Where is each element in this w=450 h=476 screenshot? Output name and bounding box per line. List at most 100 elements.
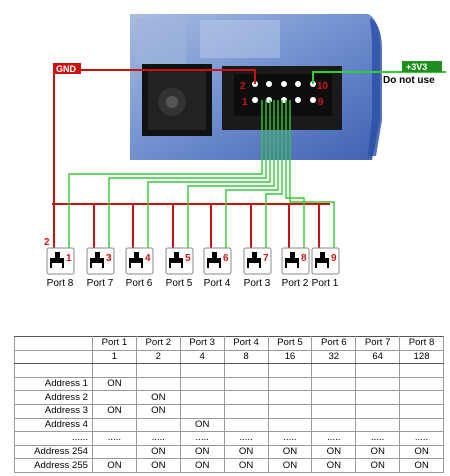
port-label: Port 6 <box>126 278 153 289</box>
switch-pin-label: 5 <box>185 253 191 264</box>
gnd-wire <box>52 69 330 251</box>
table-cell <box>92 417 137 433</box>
table-cell: ON <box>223 458 269 473</box>
table-cell <box>267 403 313 419</box>
table-cell <box>399 403 444 419</box>
table-cell: 32 <box>311 349 357 365</box>
table-cell <box>92 390 137 405</box>
table-cell <box>223 390 269 405</box>
table-cell: ..... <box>92 431 137 446</box>
table-cell: ON <box>135 403 181 419</box>
table-cell <box>223 403 269 419</box>
table-cell: ON <box>92 403 137 419</box>
left-pin-label: 2 <box>44 237 50 248</box>
table-cell <box>135 376 181 392</box>
table-cell <box>135 363 181 378</box>
switch-pin-label: 6 <box>223 253 229 264</box>
table-cell <box>135 417 181 433</box>
table-cell <box>223 417 269 433</box>
row-label <box>14 336 93 351</box>
v33-label-box <box>402 61 442 72</box>
switch-pin-label: 4 <box>145 253 151 264</box>
table-cell: ON <box>355 444 401 460</box>
v33-label: +3V3 <box>406 62 427 72</box>
row-label <box>14 349 93 365</box>
table-cell <box>399 417 444 433</box>
table-cell <box>223 363 269 378</box>
port-label: Port 8 <box>47 278 74 289</box>
table-cell: 8 <box>223 349 269 365</box>
table-cell: ON <box>135 458 181 473</box>
gnd-label: GND <box>56 64 77 74</box>
table-cell: 16 <box>267 349 313 365</box>
row-label: Address 255 <box>14 458 93 473</box>
table-cell <box>311 376 357 392</box>
table-cell <box>223 376 269 392</box>
table-cell <box>267 363 313 378</box>
port-label: Port 5 <box>166 278 193 289</box>
table-cell <box>399 363 444 378</box>
row-label: Address 254 <box>14 444 93 460</box>
header-pin <box>266 97 272 103</box>
header-pin <box>281 81 287 87</box>
table-cell: Port 6 <box>311 336 357 351</box>
table-cell: ON <box>267 444 313 460</box>
pin-label-1: 1 <box>242 97 248 108</box>
switch-pin-label: 9 <box>331 253 337 264</box>
table-cell: ON <box>135 390 181 405</box>
table-cell: ON <box>355 458 401 473</box>
header-pin <box>252 97 258 103</box>
row-label: ...... <box>14 431 93 446</box>
v33-wire <box>312 71 446 84</box>
table-cell <box>355 376 401 392</box>
table-cell: 64 <box>355 349 401 365</box>
signal-wires <box>68 100 335 250</box>
table-cell <box>311 403 357 419</box>
table-cell <box>179 390 225 405</box>
table-cell: 4 <box>179 349 225 365</box>
table-cell <box>311 363 357 378</box>
header-pin <box>295 81 301 87</box>
table-row: ........................................… <box>14 431 444 446</box>
table-cell: 128 <box>399 349 444 365</box>
do-not-use-label: Do not use <box>383 75 435 86</box>
table-cell <box>311 417 357 433</box>
row-label: Address 1 <box>14 376 93 392</box>
table-cell: ..... <box>267 431 313 446</box>
power-jack <box>142 64 212 136</box>
table-cell: ON <box>267 458 313 473</box>
table-cell <box>355 417 401 433</box>
table-cell: ..... <box>399 431 444 446</box>
table-cell: ON <box>179 417 225 433</box>
table-row <box>14 363 444 378</box>
table-cell: Port 5 <box>267 336 313 351</box>
signal-wire <box>108 100 267 250</box>
table-cell: ..... <box>135 431 181 446</box>
table-cell <box>179 376 225 392</box>
table-cell <box>355 403 401 419</box>
table-cell: ..... <box>355 431 401 446</box>
table-cell <box>311 390 357 405</box>
table-cell: ON <box>179 458 225 473</box>
table-cell: ON <box>311 444 357 460</box>
gnd-label-box <box>53 63 81 74</box>
signal-wire <box>225 100 279 250</box>
table-cell: ON <box>135 444 181 460</box>
port-label: Port 7 <box>87 278 114 289</box>
table-cell <box>92 444 137 460</box>
pin-label-9: 9 <box>318 97 324 108</box>
table-cell <box>399 390 444 405</box>
gnd-drops <box>93 204 320 250</box>
